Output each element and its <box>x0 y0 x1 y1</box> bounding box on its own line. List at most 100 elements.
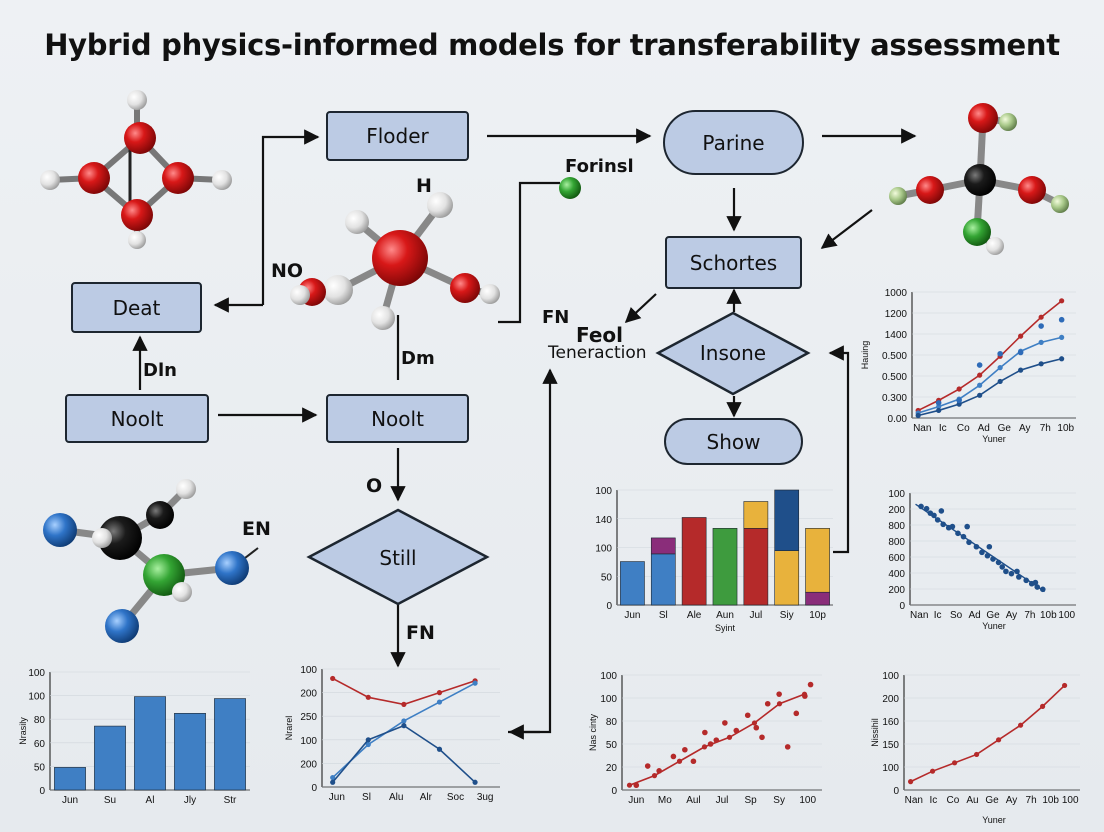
center-stacked-bar-x-tick-label: Jun <box>624 610 640 621</box>
node-still: Still <box>379 546 417 570</box>
bottom-center-line-series-point <box>401 701 407 708</box>
mid-right-scatter-x-tick-label: Ic <box>934 610 942 621</box>
mid-right-scatter-scatter-point <box>964 523 970 530</box>
bottom-right-scatter-series-point <box>1062 682 1068 689</box>
top-right-line-scatter-point <box>1038 323 1044 329</box>
mid-right-scatter-y-tick-label: 400 <box>888 569 905 580</box>
bottom-mid-scatter-scatter-point <box>733 727 740 734</box>
bottom-center-line-series-point <box>436 690 443 696</box>
bottom-center-line-series-point <box>330 675 336 682</box>
bottom-center-line-y-tick-label: 100 <box>300 665 317 676</box>
bottom-left-bar-x-tick-label: Jly <box>184 795 196 806</box>
bottom-right-scatter-x-tick-label: Au <box>966 795 978 806</box>
mid-right-scatter-x-tick-label: Ay <box>1006 610 1018 621</box>
center-stacked-bar-x-tick-label: Sl <box>659 610 668 621</box>
bottom-mid-scatter-y-tick-label: 100 <box>600 694 617 705</box>
bottom-mid-scatter-scatter-point <box>707 741 714 747</box>
bottom-left-bar-x-tick-label: Su <box>104 795 116 806</box>
bottom-right-scatter-series-point <box>996 737 1002 743</box>
center-stacked-bar-bar <box>650 537 676 555</box>
bottom-mid-scatter-scatter-point <box>776 691 782 697</box>
bottom-left-bar-y-tick-label: 80 <box>34 715 46 726</box>
center-stacked-bar-y-tick-label: 140 <box>595 515 612 526</box>
bottom-right-scatter-series-point <box>908 779 914 785</box>
label-din: Dln <box>143 360 177 381</box>
bottom-mid-scatter-x-tick-label: Jul <box>716 795 729 806</box>
top-right-line-series-line <box>917 300 1063 412</box>
node-noolt-mid: Noolt <box>326 394 469 443</box>
top-right-line-y-tick-label: 0.500 <box>882 372 907 383</box>
bottom-center-line-series-point <box>365 737 371 743</box>
center-stacked-bar-x-tick-label: 10p <box>809 610 826 621</box>
bottom-center-line-x-tick-label: 3ug <box>477 792 494 803</box>
bottom-mid-scatter-scatter-point <box>702 729 708 736</box>
bottom-right-scatter-x-tick-label: 10b <box>1042 795 1059 806</box>
top-right-line-series-line <box>917 336 1062 414</box>
mid-right-scatter-x-tick-label: Nan <box>910 610 928 621</box>
mid-right-scatter-y-tick-label: 800 <box>888 521 905 532</box>
bottom-left-bar-bar <box>54 767 86 791</box>
arrow-chart-feol <box>508 368 558 734</box>
label-o: O <box>366 475 383 497</box>
top-right-line-series-point <box>997 378 1003 385</box>
bottom-mid-scatter-scatter-point <box>682 746 688 753</box>
bottom-left-bar-y-tick-label: 50 <box>34 762 46 773</box>
bottom-mid-scatter-y-tick-label: 0 <box>611 786 617 797</box>
bottom-mid-scatter-x-tick-label: Jun <box>628 795 644 806</box>
center-stacked-bar-bar <box>712 528 738 606</box>
node-insone: Insone <box>699 341 767 365</box>
top-right-line-series-point <box>1018 333 1024 339</box>
top-right-line-x-tick-label: 7h <box>1040 423 1051 434</box>
bottom-left-bar-y-axis-label: Nrasily <box>18 717 28 745</box>
label-forinsl: Forinsl <box>565 156 634 177</box>
bottom-right-scatter-x-tick-label: 100 <box>1062 795 1079 806</box>
top-right-line-series-point <box>1038 361 1044 367</box>
bottom-mid-scatter-scatter-point <box>690 758 697 765</box>
bottom-right-scatter-series-point <box>930 768 936 774</box>
bottom-mid-scatter-scatter-point <box>633 782 640 789</box>
top-right-line-series-point <box>1059 298 1065 304</box>
bottom-mid-scatter-scatter-point <box>807 681 814 688</box>
bottom-mid-scatter-scatter-point <box>802 693 808 699</box>
bottom-left-bar-x-tick-label: Str <box>224 795 237 806</box>
top-right-line-x-tick-label: Ay <box>1019 423 1031 434</box>
bottom-right-scatter-y-tick-label: 150 <box>882 740 899 751</box>
top-right-line-series-point <box>936 404 942 410</box>
mid-right-scatter-x-tick-label: 100 <box>1058 610 1075 621</box>
bottom-center-line-series-point <box>436 699 443 705</box>
bottom-right-scatter-series-point <box>974 751 980 758</box>
node-floder: Floder <box>326 111 469 161</box>
node-show: Show <box>664 418 803 465</box>
top-right-line-series-point <box>956 401 962 407</box>
center-stacked-bar-x-tick-label: Aun <box>716 610 734 621</box>
molecule-ring-atoms <box>40 90 232 249</box>
connector-bars-insone <box>828 345 850 554</box>
bottom-left-bar-y-tick-label: 100 <box>28 668 45 679</box>
top-right-line-x-tick-label: 10b <box>1057 423 1074 434</box>
bottom-center-line-y-tick-label: 200 <box>300 759 317 770</box>
top-right-line-series-point <box>1059 356 1065 362</box>
center-stacked-bar-y-tick-label: 0 <box>606 601 612 612</box>
label-feol: Feol <box>576 323 624 347</box>
bottom-mid-scatter-y-tick-label: 50 <box>606 740 618 751</box>
bottom-left-bar-x-tick-label: Al <box>146 795 155 806</box>
bottom-center-line-series-point <box>330 774 336 781</box>
arrow-to-floder <box>261 129 320 305</box>
center-stacked-bar-bar <box>805 528 830 593</box>
mid-right-scatter-scatter-point <box>938 508 945 514</box>
top-right-line-series-point <box>936 407 942 414</box>
mid-right-scatter-y-tick-label: 100 <box>888 489 905 500</box>
bottom-mid-scatter-scatter-point <box>744 712 751 719</box>
top-right-line-series-point <box>997 365 1003 371</box>
center-stacked-bar-x-axis-label: Syint <box>715 623 736 633</box>
top-right-line-x-tick-label: Ic <box>939 423 947 434</box>
node-parine: Parine <box>663 110 804 175</box>
top-right-line-series-point <box>1059 334 1065 340</box>
bottom-mid-scatter-series-point <box>676 758 683 764</box>
top-right-line-y-tick-label: 1000 <box>885 288 908 299</box>
